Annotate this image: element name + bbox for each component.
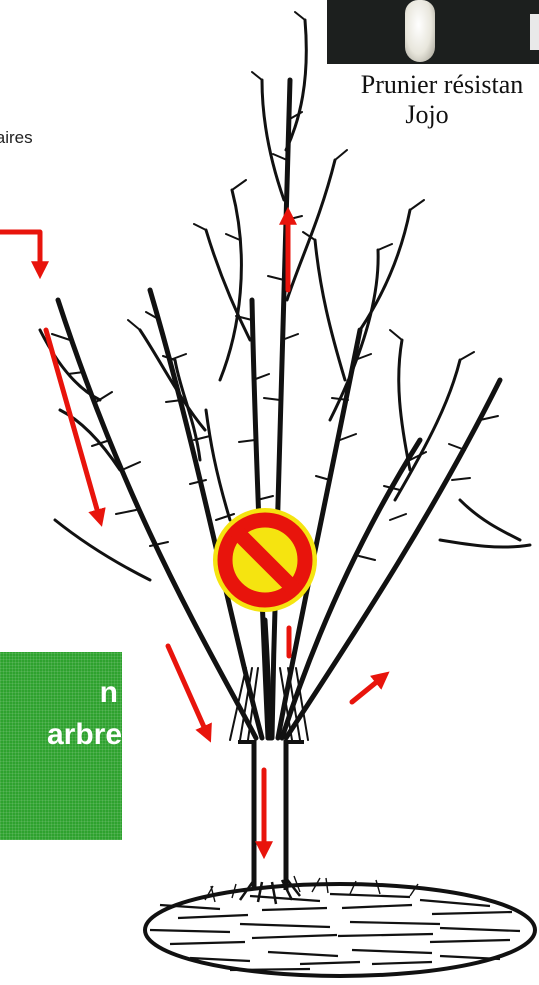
trunk	[254, 740, 286, 890]
plum-photo	[327, 0, 539, 64]
green-box-line-2: arbre	[0, 714, 122, 756]
plum-fruit-image	[405, 0, 435, 62]
caption-line-2: Jojo	[282, 100, 539, 130]
side-label: laires	[0, 100, 114, 160]
arrow-icon	[46, 330, 100, 520]
no-entry-icon	[213, 508, 317, 612]
ground	[145, 876, 535, 976]
green-box-line-1: n	[0, 672, 122, 714]
green-label-box: n arbre	[0, 652, 122, 840]
side-label-text: laires	[0, 128, 33, 147]
arrow-icon	[0, 232, 40, 272]
photo-edge	[530, 14, 539, 50]
arrow-icon	[168, 646, 208, 736]
caption-line-1: Prunier résistan	[361, 70, 523, 99]
photo-caption: Prunier résistan Jojo	[312, 70, 539, 130]
arrow-icon	[352, 676, 384, 702]
